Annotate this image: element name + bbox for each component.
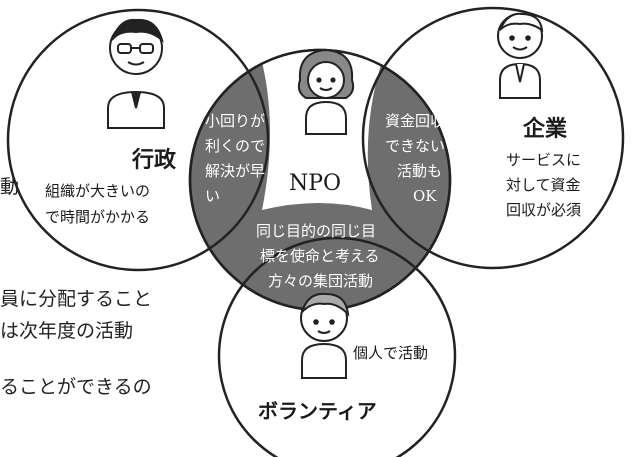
volunteer-title: ボランティア xyxy=(258,399,377,423)
gyosei-desc-2: で時間がかかる xyxy=(45,208,150,226)
volunteer-circle xyxy=(217,236,457,457)
npo-person-icon xyxy=(297,48,355,135)
bottom-overlap-1: 同じ目的の同じ目 xyxy=(256,222,376,240)
volunteer-person-icon xyxy=(300,292,350,379)
bottom-overlap-2: 標を使命と考える xyxy=(260,247,380,265)
right-overlap-2: できない xyxy=(385,137,445,155)
left-overlap-2: 利くので xyxy=(205,137,265,155)
gyosei-circle xyxy=(6,8,270,272)
left-overlap-3: 解決が早 xyxy=(205,162,265,180)
bottom-overlap-3: 方々の集団活動 xyxy=(268,272,373,290)
gyosei-desc-1: 組織が大きいの xyxy=(45,182,150,200)
right-overlap-4: OK xyxy=(413,187,437,205)
side-text-line-3: は次年度の活動 xyxy=(0,320,134,342)
government-person-icon xyxy=(107,18,165,129)
gyosei-title: 行政 xyxy=(131,147,177,173)
side-text-line-2: 員に分配すること xyxy=(0,288,153,310)
right-overlap-1: 資金回収 xyxy=(385,112,445,130)
left-overlap-1: 小回りが xyxy=(205,112,265,130)
volunteer-note: 個人で活動 xyxy=(353,344,428,362)
npo-title: NPO xyxy=(289,171,341,196)
side-text-line-4: ることができるの xyxy=(0,376,152,398)
company-person-icon xyxy=(497,12,544,99)
kigyo-desc-2: 対して資金 xyxy=(506,176,581,194)
kigyo-desc-1: サービスに xyxy=(506,151,581,169)
left-overlap-4: い xyxy=(205,187,220,205)
right-overlap-3: 活動も xyxy=(397,162,442,180)
kigyo-title: 企業 xyxy=(522,116,568,142)
kigyo-desc-3: 回収が必須 xyxy=(506,201,581,219)
kigyo-circle xyxy=(361,6,625,270)
